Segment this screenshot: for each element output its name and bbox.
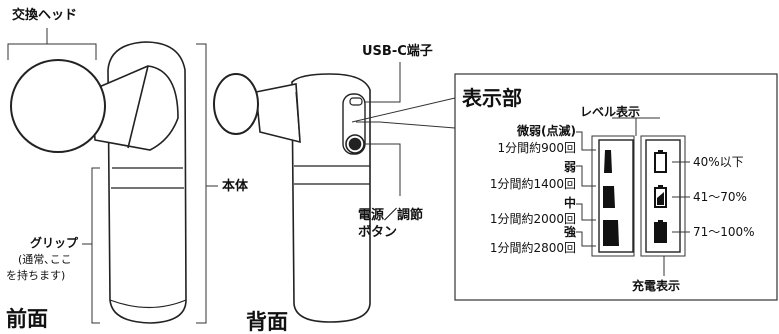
level-rate-2: 1分間約2000回 <box>489 212 576 226</box>
level-name-2: 中 <box>563 196 576 210</box>
front-title: 前面 <box>6 307 48 331</box>
usb-port <box>349 97 363 106</box>
level-rate-1: 1分間約1400回 <box>489 177 576 191</box>
back-neck <box>255 83 301 144</box>
label-usb: USB-C端子 <box>362 44 433 59</box>
level-indicator <box>591 117 660 257</box>
front-head <box>10 59 106 153</box>
level-bar-2 <box>603 186 615 208</box>
level-rate-0: 1分間約900回 <box>497 141 576 155</box>
level-name-1: 弱 <box>563 160 576 174</box>
charge-heading: 充電表示 <box>632 279 681 293</box>
charge-label-0: 40%以下 <box>693 155 744 169</box>
label-grip-note-1: (通常､ここ <box>18 253 72 266</box>
front-leaders <box>7 28 218 324</box>
level-heading: レベル表示 <box>580 105 641 119</box>
back-title: 背面 <box>246 310 288 334</box>
back-device <box>213 73 371 323</box>
level-name-0: 微弱(点滅) <box>517 124 576 138</box>
label-power-1: 電源／調節 <box>358 208 424 223</box>
level-name-3: 強 <box>563 225 576 239</box>
label-body: 本体 <box>222 179 249 194</box>
front-neck <box>91 65 179 151</box>
charge-label-1: 41〜70% <box>693 190 747 204</box>
level-bar-3 <box>603 220 619 246</box>
charge-label-2: 71〜100% <box>693 225 755 239</box>
display-title: 表示部 <box>462 86 522 110</box>
label-grip: グリップ <box>30 236 79 250</box>
back-head <box>213 73 259 135</box>
label-head: 交換ヘッド <box>12 8 78 23</box>
level-rate-3: 1分間約2800回 <box>489 241 576 255</box>
label-grip-note-2: を持ちます) <box>6 269 66 282</box>
front-device <box>10 41 187 324</box>
label-power-2: ボタン <box>358 225 398 240</box>
level-bar-1 <box>604 150 612 173</box>
charge-indicator <box>640 135 690 276</box>
back-leaders <box>351 62 456 196</box>
